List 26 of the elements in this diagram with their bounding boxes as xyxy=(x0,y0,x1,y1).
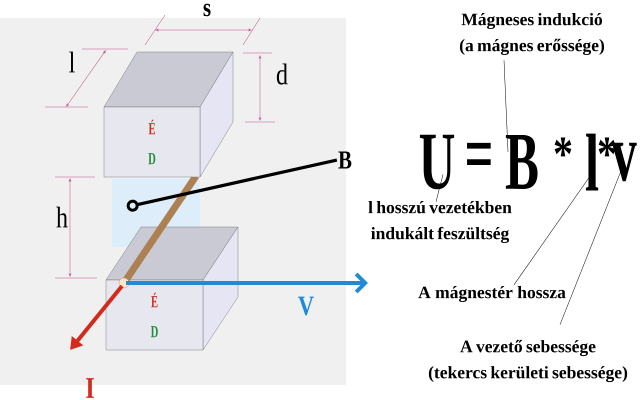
annotation-text: Mágneses indukció (a mágnes erőssége) xyxy=(460,13,604,55)
pointer-line xyxy=(126,158,338,212)
field-label: B xyxy=(338,151,352,169)
leader-line xyxy=(436,174,444,202)
node-label: D xyxy=(150,326,158,338)
annotation-text: A vezető sebessége (tekercs kerületi sebessége) xyxy=(428,340,628,382)
annotation-text: A mágnestér hossza xyxy=(418,286,566,302)
velocity-label: V xyxy=(298,296,314,316)
equals-sign: = xyxy=(467,142,491,165)
dimension-label: s xyxy=(204,4,211,16)
magnet-block: É D xyxy=(104,52,234,178)
node-label: É xyxy=(151,292,158,308)
dimension-label: h xyxy=(56,206,68,228)
multiplication-sign: * xyxy=(554,138,572,156)
formula-symbol: B xyxy=(506,135,538,189)
magnet-block: É D xyxy=(106,226,238,350)
formula-symbol: l xyxy=(586,134,598,190)
dimension-label: l xyxy=(69,52,75,72)
node-label: É xyxy=(148,120,155,134)
node-label: D xyxy=(148,153,156,164)
leader-line xyxy=(514,177,590,286)
annotation-text: l hosszú vezetékben indukált feszültség xyxy=(368,201,512,243)
current-label: I xyxy=(86,378,94,398)
dimension-label: d xyxy=(276,63,288,85)
leader-line xyxy=(504,60,508,152)
formula-symbol: U xyxy=(420,134,454,190)
